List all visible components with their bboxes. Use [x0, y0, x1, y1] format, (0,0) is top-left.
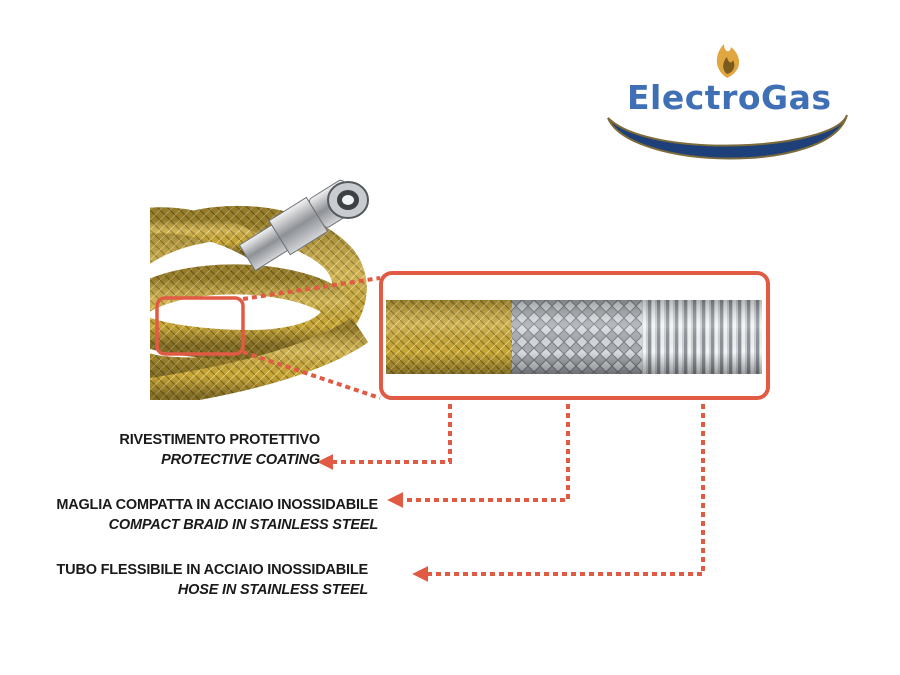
cross-section-box [379, 271, 770, 400]
arrow-protective-coating [317, 404, 452, 470]
label-en: COMPACT BRAID IN STAINLESS STEEL [108, 517, 379, 533]
flame-icon [716, 44, 740, 78]
brand-name: ElectroGas [627, 78, 832, 117]
hose-fitting [238, 179, 369, 272]
label-it: RIVESTIMENTO PROTETTIVO [119, 432, 320, 448]
hose-cross-section [386, 300, 762, 374]
label-en: PROTECTIVE COATING [161, 452, 320, 468]
label-it: TUBO FLESSIBILE IN ACCIAIO INOSSIDABILE [56, 562, 369, 578]
hose-coil-photo [150, 205, 369, 400]
electrogas-logo [607, 44, 848, 160]
label-en: HOSE IN STAINLESS STEEL [177, 582, 368, 598]
label-compact-braid: MAGLIA COMPATTA IN ACCIAIO INOSSIDABILE … [56, 495, 378, 535]
label-stainless-hose: TUBO FLESSIBILE IN ACCIAIO INOSSIDABILE … [56, 560, 369, 600]
logo-swoosh [607, 114, 848, 160]
callout-arrows [317, 404, 705, 582]
coil-highlight-box [155, 296, 245, 356]
label-protective-coating: RIVESTIMENTO PROTETTIVO PROTECTIVE COATI… [119, 430, 320, 470]
zoom-connectors [242, 276, 381, 400]
label-it: MAGLIA COMPATTA IN ACCIAIO INOSSIDABILE [56, 497, 378, 513]
arrow-stainless-hose [412, 404, 705, 582]
arrow-compact-braid [387, 404, 570, 508]
